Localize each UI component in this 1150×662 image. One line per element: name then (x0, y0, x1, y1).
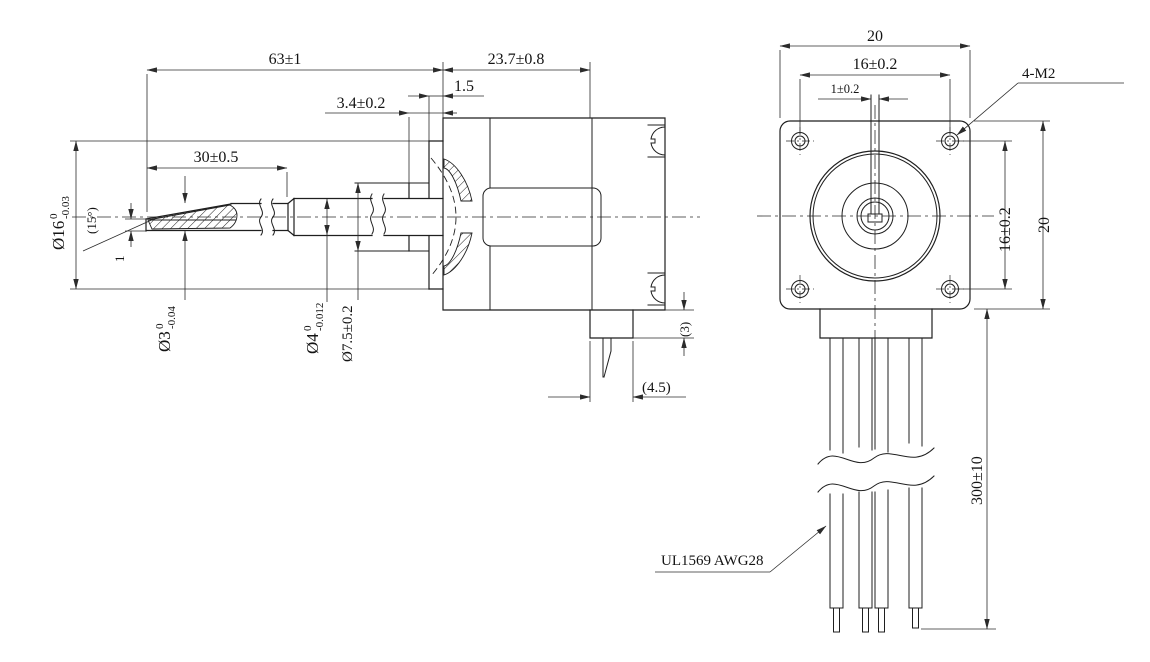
screw-slot-lines (870, 94, 880, 215)
dim-pilot-tol-lower: -0.03 (60, 196, 72, 219)
terminal-block (589, 309, 634, 378)
rear-hole-cutout-top (647, 124, 666, 158)
label-shaft-dia: Ø4 0 -0.012 (302, 303, 326, 354)
dim-mounting-holes: 4-M2 (1022, 66, 1055, 82)
dim-hole-pitch-h: 16±0.2 (853, 56, 898, 73)
dim-lead-length: 300±10 (969, 456, 986, 505)
dim-screw-tol-upper: 0 (154, 323, 166, 329)
dim-body-width: 20 (867, 28, 883, 45)
motor-body-section (430, 117, 666, 378)
label-pilot-dia: Ø16 0 -0.03 (48, 196, 72, 250)
dim-tab-width: (4.5) (642, 380, 671, 396)
dim-flat-length: 30±0.5 (194, 149, 239, 166)
label-body-height: 20 (1036, 217, 1053, 233)
bearing-dome-hidden-line (430, 157, 457, 277)
front-view-dimensions: 20 16±0.2 1±0.2 4-M2 16±0.2 20 (655, 28, 1124, 630)
dim-bushing-dia: Ø7.5±0.2 (340, 305, 356, 362)
dim-body-length: 23.7±0.8 (488, 51, 545, 68)
dim-boss-length: 3.4±0.2 (337, 95, 386, 112)
flange-outline (779, 120, 971, 310)
terminal-pin (602, 337, 612, 378)
dim-step-length: 1.5 (454, 78, 474, 95)
rear-hole-cutout-bottom (647, 272, 666, 306)
label-tab-thickness: (3) (677, 322, 692, 337)
dim-hole-pitch-v: 16±0.2 (997, 207, 1014, 252)
dim-slot-width: 1±0.2 (831, 82, 860, 96)
dim-shaft-dia: Ø4 (303, 333, 322, 354)
shaft-break-lines-2 (370, 193, 386, 235)
front-view: 20 16±0.2 1±0.2 4-M2 16±0.2 20 (655, 28, 1124, 633)
front-bushing (354, 140, 444, 290)
label-screw-dia: Ø3 0 -0.04 (154, 306, 178, 352)
label-hole-pitch-v: 16±0.2 (997, 207, 1014, 252)
screw-flat-end (867, 213, 883, 223)
bearing-hatch-lower (443, 232, 473, 276)
shaft-flat-section-hatch (147, 204, 238, 230)
dim-flat-angle: (15°) (84, 207, 99, 234)
dim-tab-thickness: (3) (677, 322, 692, 337)
label-flat-angle: (15°) (84, 207, 99, 234)
dim-body-height: 20 (1036, 217, 1053, 233)
side-view-dimensions: 63±1 23.7±0.8 1.5 3.4±0.2 30±0.5 (48, 51, 694, 402)
bearing-hatch-upper (443, 158, 473, 202)
dim-flat-height: 1 (112, 256, 127, 263)
dim-pilot-dia: Ø16 (49, 221, 68, 250)
label-bushing-dia: Ø7.5±0.2 (340, 305, 356, 362)
wire-stripped-tips (833, 607, 919, 633)
lead-screw-shaft (145, 193, 444, 237)
dim-screw-dia: Ø3 (155, 331, 174, 352)
label-flat-height: 1 (112, 256, 127, 263)
dim-screw-tol-lower: -0.04 (166, 306, 178, 329)
dim-shaft-tol-lower: -0.012 (314, 303, 326, 331)
pilot-circles (809, 94, 941, 282)
rotor-section (482, 187, 602, 247)
side-view: 63±1 23.7±0.8 1.5 3.4±0.2 30±0.5 (48, 51, 700, 402)
shaft-break-lines (259, 198, 275, 236)
wire-break-lines (817, 447, 935, 493)
label-lead-length: 300±10 (969, 456, 986, 505)
dim-pilot-tol-upper: 0 (48, 213, 60, 219)
lead-wires (817, 308, 935, 633)
dim-wire-spec: UL1569 AWG28 (661, 553, 764, 569)
dim-screw-length: 63±1 (269, 51, 302, 68)
dim-shaft-tol-upper: 0 (302, 325, 314, 331)
